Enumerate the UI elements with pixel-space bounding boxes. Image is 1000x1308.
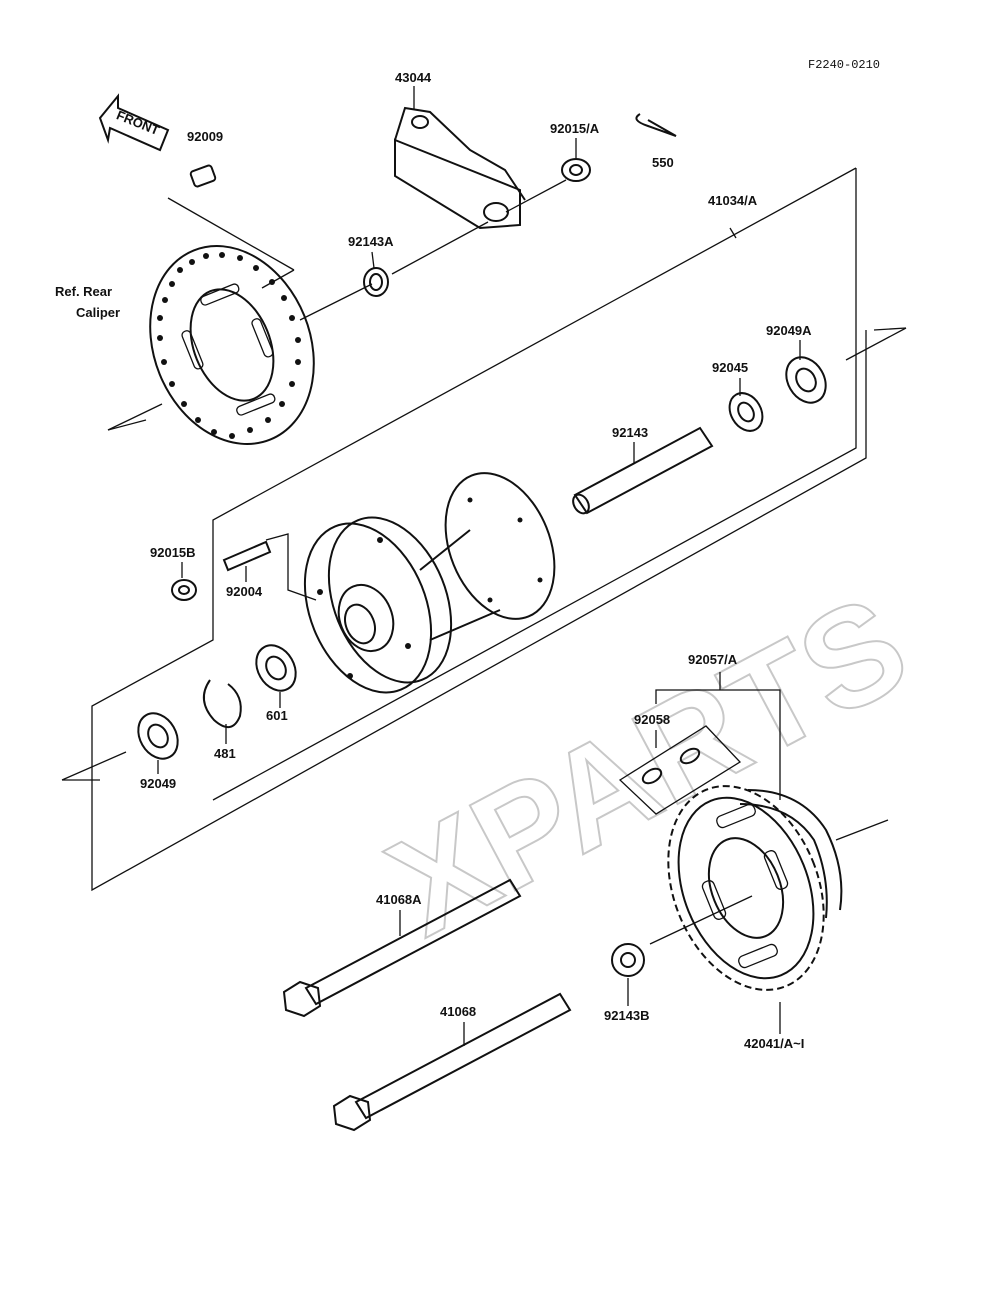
label-41034A: 41034/A — [708, 193, 758, 208]
drive-chain-92057A — [739, 789, 843, 919]
label-92015A: 92015/A — [550, 121, 600, 136]
spacer-tube-92143 — [572, 426, 714, 515]
rear-sprocket-42041 — [667, 785, 825, 991]
cotter-pin-550 — [635, 113, 677, 137]
master-link-92058 — [618, 725, 742, 815]
bearing-92045 — [728, 392, 764, 432]
spacer-92143A — [363, 267, 389, 297]
bearing-92049A — [785, 356, 827, 404]
ref-note-line1: Ref. Rear — [55, 284, 112, 299]
label-43044: 43044 — [395, 70, 432, 85]
stud-92004 — [222, 540, 272, 572]
caliper-bracket-43044 — [394, 106, 526, 230]
axle-41068 — [332, 992, 572, 1132]
label-92057A: 92057/A — [688, 652, 738, 667]
label-92049: 92049 — [140, 776, 176, 791]
label-92049A: 92049A — [766, 323, 812, 338]
brake-disc — [149, 245, 315, 445]
disc-bolt-92009 — [167, 164, 295, 289]
spacer-92143B — [611, 943, 645, 977]
axle-41068A — [282, 878, 522, 1018]
label-601: 601 — [266, 708, 288, 723]
wheel-hub — [303, 472, 556, 694]
front-arrow-icon: FRONT — [98, 93, 170, 152]
circlip-481 — [203, 679, 242, 728]
label-92143A: 92143A — [348, 234, 394, 249]
label-92143: 92143 — [612, 425, 648, 440]
label-41068: 41068 — [440, 1004, 476, 1019]
label-92015B: 92015B — [150, 545, 196, 560]
label-92045: 92045 — [712, 360, 748, 375]
label-92143B: 92143B — [604, 1008, 650, 1023]
label-92004: 92004 — [226, 584, 263, 599]
watermark-text: XPARTS — [365, 565, 931, 965]
bearing-601 — [255, 644, 297, 692]
label-41068A: 41068A — [376, 892, 422, 907]
nut-92015B — [171, 579, 197, 601]
bearing-92049 — [137, 712, 179, 760]
assembly-frame-lines — [91, 167, 867, 892]
label-92009: 92009 — [187, 129, 223, 144]
label-550: 550 — [652, 155, 674, 170]
label-42041: 42041/A~I — [744, 1036, 804, 1051]
ref-note-line2: Caliper — [76, 305, 120, 320]
label-481: 481 — [214, 746, 236, 761]
figure-code: F2240-0210 — [808, 58, 880, 72]
label-92058: 92058 — [634, 712, 670, 727]
collar-92015A — [561, 158, 591, 182]
